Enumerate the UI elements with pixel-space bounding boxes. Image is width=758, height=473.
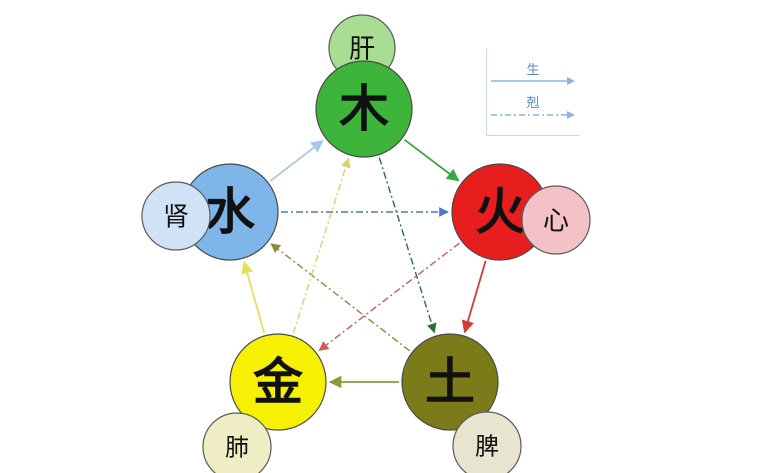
fire-organ-label: 心 [543, 206, 569, 236]
wood-element-label: 木 [339, 80, 389, 138]
earth-element-label: 土 [425, 353, 475, 411]
arrows-layer [241, 139, 487, 389]
control-arrow-metal-to-wood [292, 157, 351, 334]
metal-element-label: 金 [253, 353, 304, 411]
generate-arrow-fire-to-earth [461, 260, 487, 334]
fire-element-label: 火 [475, 183, 525, 241]
metal-organ-label: 肺 [225, 434, 249, 462]
water-organ-label: 肾 [163, 202, 189, 232]
earth-element: 土 [401, 333, 499, 431]
fire-element: 火 [451, 163, 549, 261]
legend: 生 剋 [486, 49, 579, 136]
earth-organ-label: 脾 [475, 433, 499, 461]
generate-arrow-water-to-wood [269, 139, 324, 182]
control-arrow-earth-to-water [270, 243, 411, 352]
wood-organ-label: 肝 [349, 34, 375, 64]
nodes-layer: 水肾火心肝木金肺土脾 [141, 14, 591, 473]
fire-organ: 心 [521, 185, 591, 255]
earth-node: 土脾 [401, 333, 522, 473]
fire-organ-circle [521, 185, 591, 255]
metal-element-circle [229, 333, 327, 431]
control-arrow-wood-to-earth [378, 157, 437, 334]
metal-organ-circle [202, 412, 272, 473]
legend-generate-arrow [491, 77, 575, 85]
earth-element-circle [401, 333, 499, 431]
water-organ-circle [141, 181, 211, 251]
metal-element: 金 [229, 333, 327, 431]
earth-organ-circle [452, 411, 522, 473]
legend-control-label: 剋 [526, 96, 540, 111]
control-arrow-fire-to-metal [318, 242, 460, 351]
wood-node: 肝木 [315, 14, 413, 158]
wood-element: 木 [315, 60, 413, 158]
metal-organ: 肺 [202, 412, 272, 473]
generate-arrow-metal-to-water [241, 260, 266, 334]
legend-generate-label: 生 [526, 63, 540, 78]
metal-node: 金肺 [202, 333, 327, 473]
earth-organ: 脾 [452, 411, 522, 473]
legend-control-arrow [491, 111, 575, 119]
wood-element-circle [315, 60, 413, 158]
water-node: 水肾 [141, 163, 279, 261]
fire-node: 火心 [451, 163, 591, 261]
water-organ: 肾 [141, 181, 211, 251]
water-element: 水 [181, 163, 279, 261]
generate-arrow-wood-to-fire [404, 139, 460, 182]
water-element-label: 水 [205, 183, 256, 241]
